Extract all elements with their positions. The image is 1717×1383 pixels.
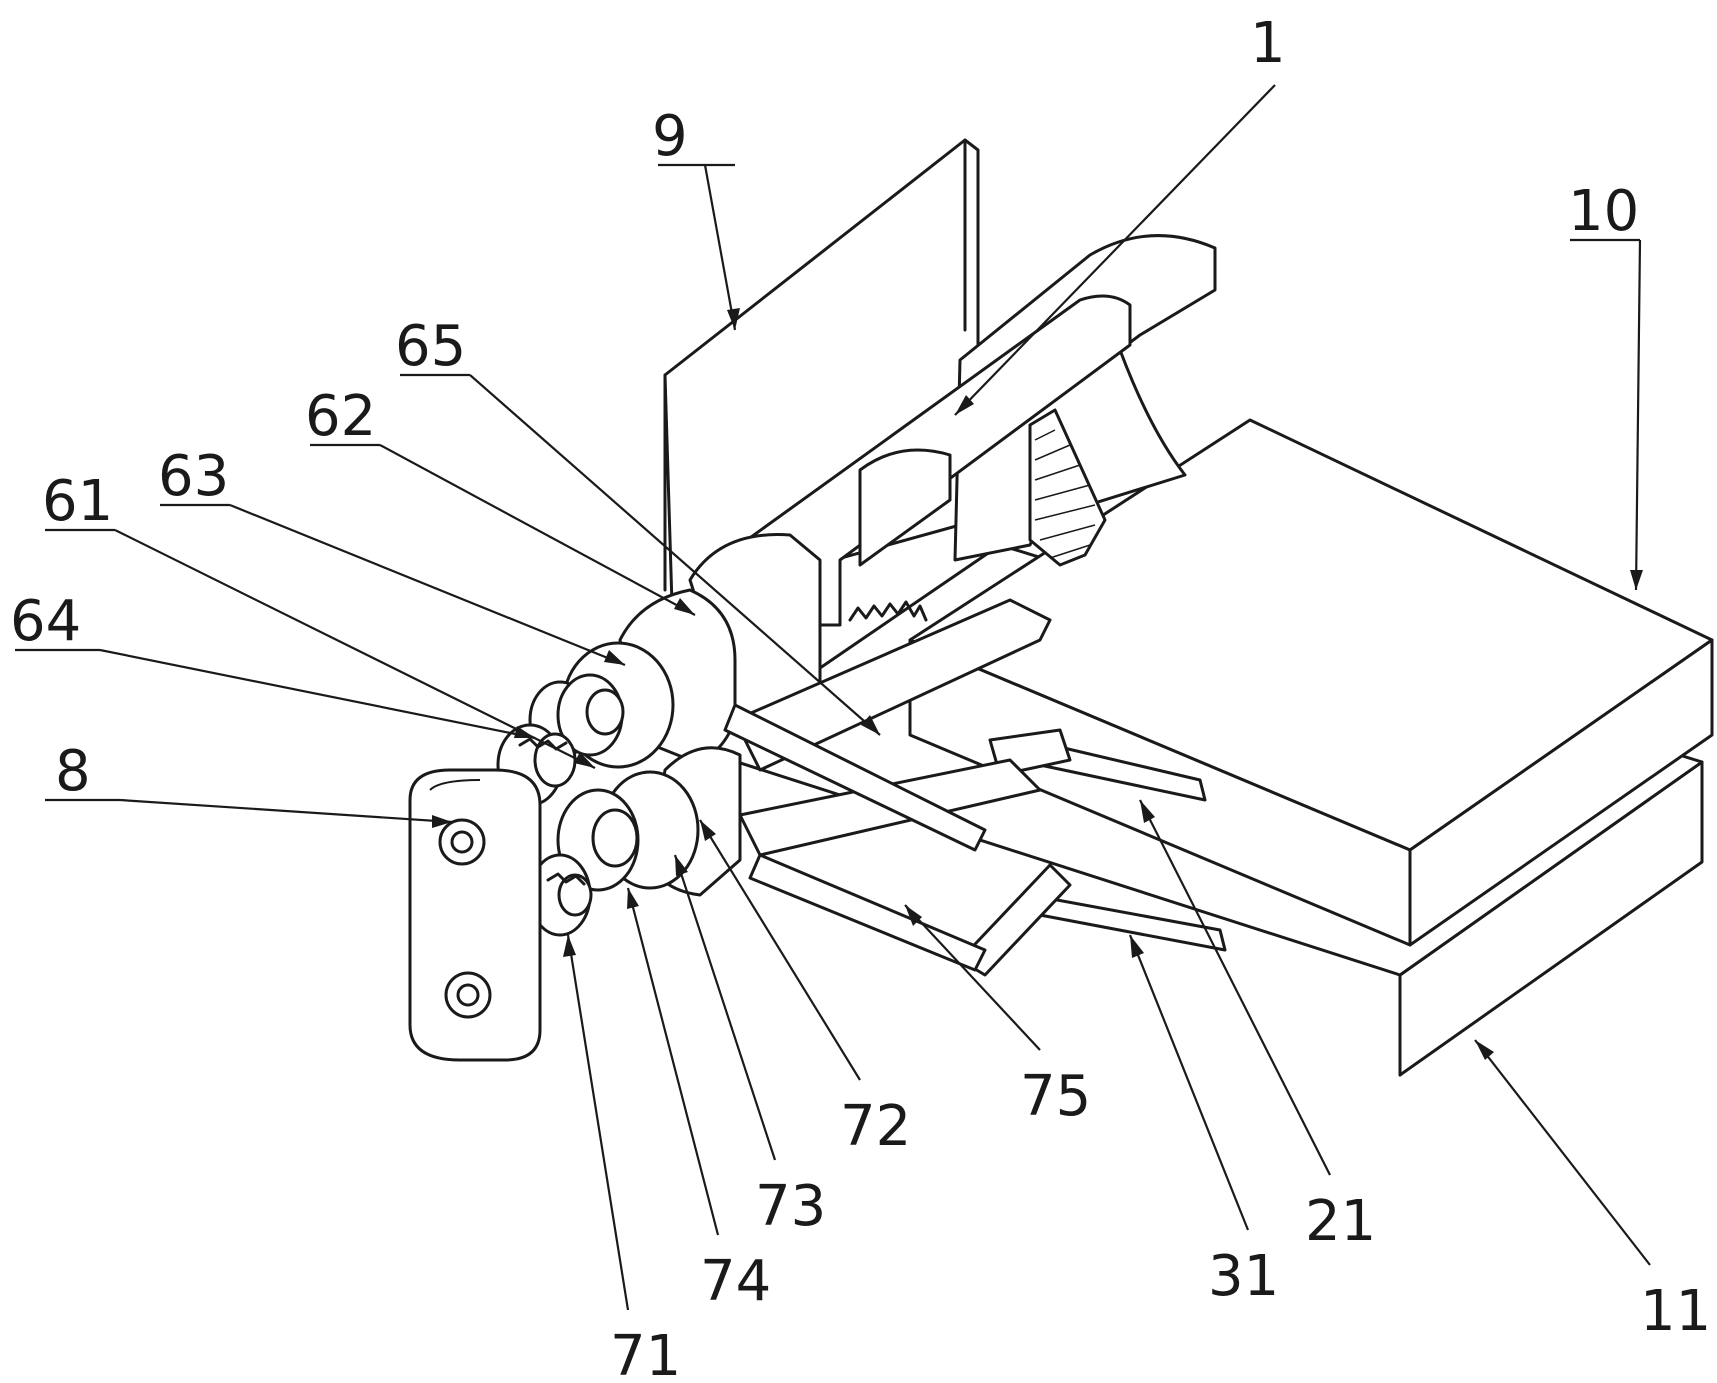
label-65: 65 bbox=[395, 314, 466, 379]
roller-stack-lower bbox=[528, 788, 640, 937]
arm-75 bbox=[748, 853, 987, 972]
arm-21 bbox=[733, 598, 1207, 802]
leaders bbox=[15, 84, 1651, 1311]
housing-1 bbox=[738, 234, 1217, 627]
label-1: 1 bbox=[1250, 11, 1286, 76]
label-10: 10 bbox=[1568, 179, 1639, 244]
reference-numerals: 1 9 10 65 62 63 61 64 8 72 75 73 21 31 7… bbox=[10, 11, 1711, 1383]
link-plate-8 bbox=[408, 768, 542, 1062]
label-21: 21 bbox=[1305, 1189, 1376, 1254]
label-64: 64 bbox=[10, 589, 81, 654]
label-73: 73 bbox=[755, 1174, 826, 1239]
label-71: 71 bbox=[610, 1324, 681, 1383]
label-74: 74 bbox=[700, 1249, 771, 1314]
label-31: 31 bbox=[1208, 1244, 1279, 1309]
upper-plate-10 bbox=[908, 418, 1714, 947]
label-9: 9 bbox=[652, 104, 688, 169]
arm-72 bbox=[723, 703, 987, 852]
label-72: 72 bbox=[840, 1094, 911, 1159]
label-63: 63 bbox=[158, 444, 229, 509]
label-8: 8 bbox=[55, 739, 91, 804]
label-75: 75 bbox=[1020, 1064, 1091, 1129]
label-61: 61 bbox=[42, 469, 113, 534]
label-11: 11 bbox=[1640, 1279, 1711, 1344]
label-62: 62 bbox=[305, 384, 376, 449]
roller-stack-upper bbox=[496, 673, 625, 807]
